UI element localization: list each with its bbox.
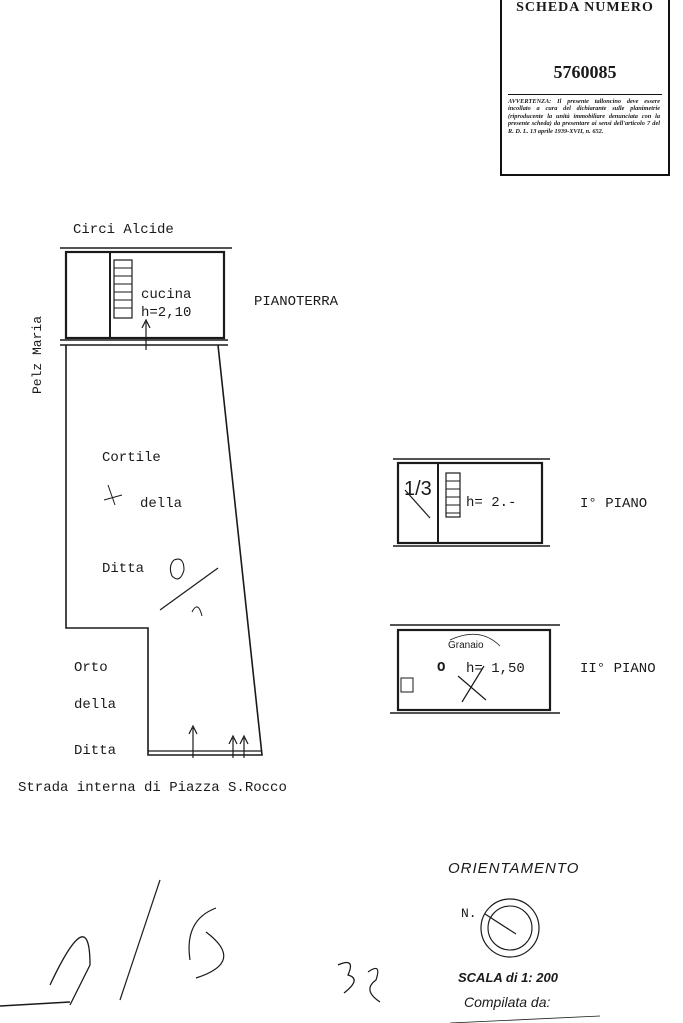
first-floor-stair-icon [445,472,461,518]
stub-warning: AVVERTENZA: Il presente talloncino deve … [508,98,660,135]
courtyard-line-3: Ditta [102,561,145,577]
second-floor-stair-icon [400,677,414,693]
north-label: N. [461,906,477,921]
neighbor-top-label: Circi Alcide [73,222,174,238]
neighbor-left-label: Pelz Maria [30,316,45,395]
stub-divider [508,94,662,95]
compiled-by-label: Compilata da: [464,994,551,1010]
garden-line-1: Orto [74,660,108,676]
stub-number: 5760085 [553,62,617,82]
courtyard-line-1: Cortile [102,450,161,466]
kitchen-height: h=2,10 [141,305,192,321]
courtyard-outline [65,344,263,756]
first-floor-height: h= 2.- [466,495,517,511]
second-floor-outline [396,628,552,712]
first-floor-outline [396,461,544,545]
courtyard-line-2: della [140,496,183,512]
garden-line-2: della [74,697,117,713]
stair-icon [113,259,133,319]
orientation-label: ORIENTAMENTO [448,860,580,877]
second-floor-mark: O [437,660,446,676]
scheda-stub: SCHEDA NUMERO 5760085 AVVERTENZA: Il pre… [500,0,670,176]
ground-floor-label: PIANOTERRA [254,294,339,310]
ground-floor-outline [64,250,226,340]
first-floor-mark: 1/3 [404,478,432,500]
street-label: Strada interna di Piazza S.Rocco [18,780,287,796]
granary-label: Granaio [448,640,484,651]
compass-outer [480,898,540,958]
scale-label: SCALA di 1: 200 [458,970,558,985]
garden-line-3: Ditta [74,743,117,759]
second-floor-label: II° PIANO [580,661,656,677]
second-floor-height: h= 1,50 [466,661,525,677]
stub-title: SCHEDA NUMERO [516,0,654,15]
compass-inner [487,905,533,951]
first-floor-label: I° PIANO [580,496,648,512]
kitchen-label: cucina [141,287,192,303]
